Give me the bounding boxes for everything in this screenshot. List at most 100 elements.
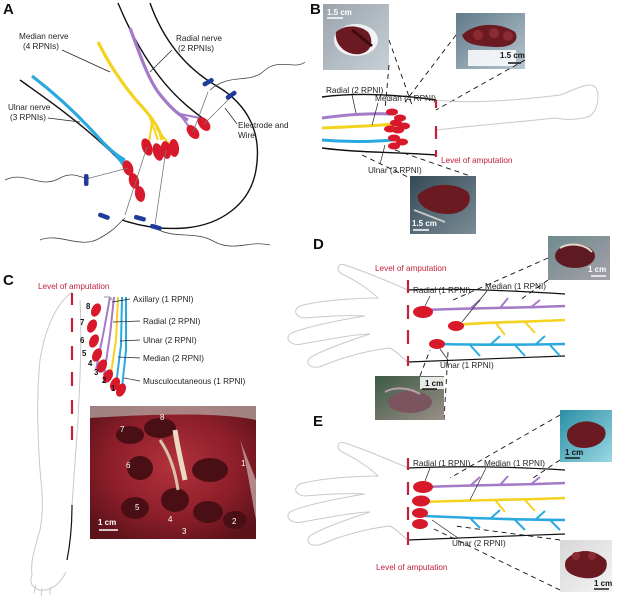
photo-d2-tissue (388, 391, 432, 413)
panel-e-letter: E (313, 413, 323, 430)
radial-leader (149, 49, 173, 73)
photo-b1-tissue-2 (351, 28, 373, 48)
photo-number: 2 (232, 517, 237, 526)
median-nerve-b (321, 122, 396, 130)
electrode (98, 212, 110, 220)
photo-number: 1 (241, 459, 246, 468)
rpni (152, 143, 164, 161)
rpni (122, 160, 134, 176)
rpni (412, 508, 428, 518)
photo-b3-tissue (417, 184, 470, 214)
panel-b-letter: B (310, 1, 321, 18)
electrode (202, 78, 214, 87)
panel-e: E Level of amputation Radial (1 RP (287, 410, 612, 592)
ghost-hand-e (287, 441, 409, 546)
rpni-number: 8 (86, 302, 91, 311)
rpni (91, 348, 103, 362)
rpni-cluster-d (413, 306, 464, 349)
median-leader-d (461, 290, 488, 323)
rpni-cluster-b (384, 108, 410, 150)
photo-b2-rpni (489, 28, 499, 38)
photo-c-nerve-2 (158, 439, 180, 491)
scale-d2: 1 cm (425, 379, 443, 388)
ulnar-nerve (31, 74, 126, 162)
rpni (102, 369, 114, 383)
rpni (396, 138, 408, 146)
panel-d: D Level of amputation Radial (1 RPNI (287, 236, 610, 421)
ghost-hand-c (30, 571, 67, 597)
photo-d2-nerve (384, 387, 421, 395)
ulnar-nerve-label-2: (3 RPNIs) (10, 113, 46, 122)
forearm-bottom-e (407, 533, 566, 541)
ulnar-leader-b (379, 144, 386, 165)
photo-e2-rpni (572, 552, 580, 560)
amputation-label-c: Level of amputation (38, 282, 110, 291)
radial-leader-b (351, 94, 357, 114)
rpni-numbers-c: 8 7 6 5 4 3 2 1 (80, 302, 116, 393)
wire-bottom-right (154, 227, 271, 247)
label-ulnar-c: Ulnar (2 RPNI) (143, 336, 197, 345)
median-nerve-label-1: Median nerve (19, 32, 69, 41)
photo-number: 4 (168, 515, 173, 524)
forearm-outline-top (321, 93, 437, 101)
photo-d1: 1 cm (548, 236, 610, 280)
ulnar-leader-e (431, 519, 459, 539)
ghost-hand-d (287, 263, 409, 368)
photo-d2: 1 cm (375, 376, 444, 420)
leaders-c (111, 298, 141, 382)
radial-label-d: Radial (1 RPNI) (413, 286, 471, 295)
amputation-label-e: Level of amputation (376, 563, 448, 572)
rpni (412, 519, 428, 529)
ulnar-nerve-c (115, 296, 123, 386)
photo-c-muscles (116, 418, 247, 529)
rpni (429, 339, 445, 349)
label-axillary: Axillary (1 RPNI) (133, 295, 194, 304)
rpni-number: 2 (102, 376, 107, 385)
scale-b2: 1.5 cm (500, 51, 525, 60)
photo-number: 5 (135, 503, 140, 512)
electrodes-a (84, 78, 237, 231)
radial-nerve-label-1: Radial nerve (176, 34, 222, 43)
wire-left (4, 174, 91, 183)
photo-e2: 1 cm (560, 540, 612, 592)
panel-d-letter: D (313, 236, 324, 253)
ulnar-leader-d (439, 348, 449, 361)
photo-c-nerve (172, 429, 188, 481)
panel-a: A (3, 1, 306, 247)
radial-label-e: Radial (1 RPNI) (413, 459, 471, 468)
rpni-number: 1 (111, 384, 116, 393)
panel-c-letter: C (3, 272, 14, 289)
label-median-c: Median (2 RPNI) (143, 354, 204, 363)
electrode-wires (89, 91, 234, 226)
forearm-top-e (407, 466, 566, 471)
electrode (134, 214, 146, 222)
photo-d1-nerve (559, 243, 593, 253)
rpni-number: 4 (88, 359, 93, 368)
photo-b2-rpni (473, 30, 483, 40)
amputation-label-b: Level of amputation (441, 156, 513, 165)
rpni (90, 303, 102, 317)
rpni (168, 139, 180, 157)
photo-b3: 1.5 cm (410, 176, 476, 234)
nerve-top-c (104, 296, 113, 301)
photo-d2-label-bg (420, 377, 444, 389)
label-musculocutaneous: Musculocutaneous (1 RPNI) (143, 377, 246, 386)
median-label-e: Median (1 RPNI) (484, 459, 545, 468)
arm-outline-stump (121, 2, 259, 230)
median-leader-e (469, 467, 487, 501)
scale-d1: 1 cm (588, 265, 606, 274)
photo-number: 8 (160, 413, 165, 422)
zoom-lines-e (431, 414, 561, 591)
photo-b2-paper (468, 50, 516, 66)
photo-c-drape (90, 406, 256, 420)
forearm-bottom-d (407, 355, 566, 363)
photo-e1: 1 cm (560, 410, 612, 462)
electrode-label-1: Electrode and (238, 121, 289, 130)
ulnar-label-e: Ulnar (2 RPNI) (452, 539, 506, 548)
electrode (150, 223, 162, 231)
forearm-top-d (407, 288, 566, 295)
rpni-cluster-e (412, 481, 433, 529)
median-label-b: Median (4 RPNI) (375, 94, 436, 103)
